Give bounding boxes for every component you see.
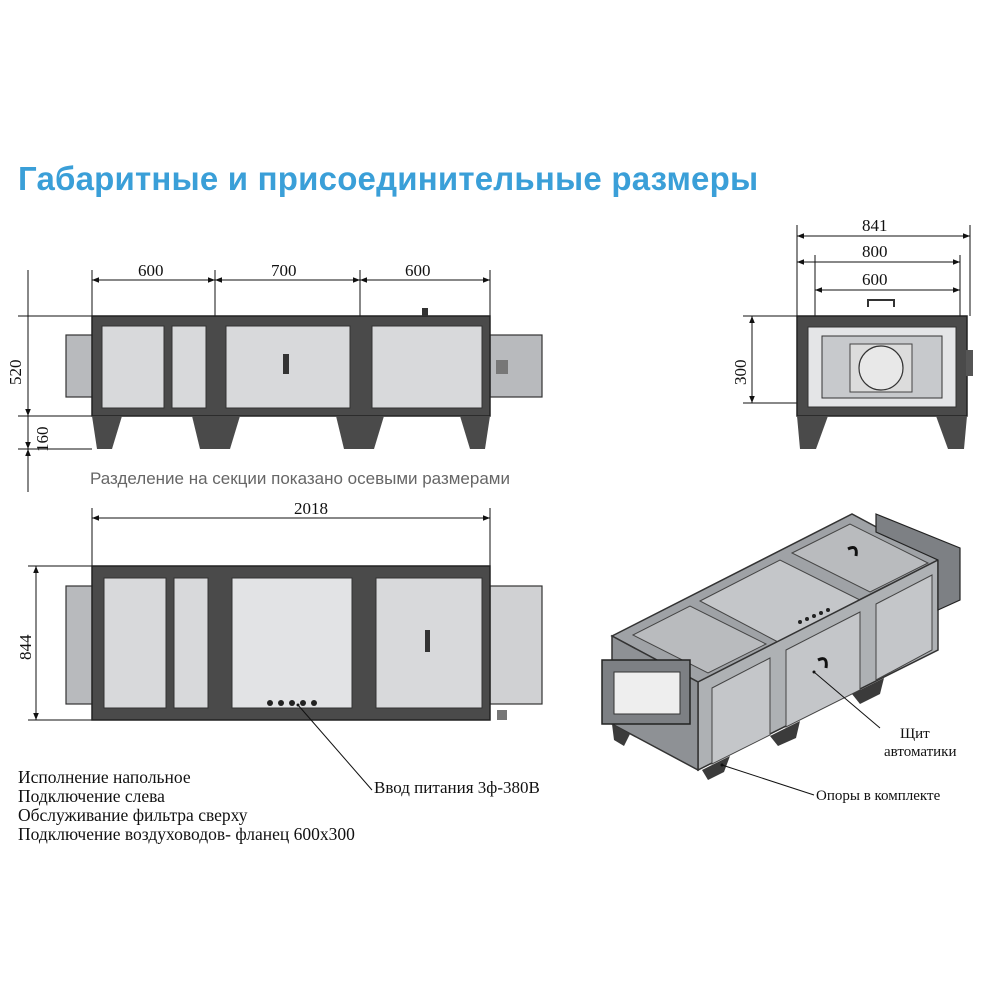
front-view: 600 700 600 520 160 bbox=[6, 261, 543, 492]
iso-leg-4 bbox=[612, 724, 630, 746]
front-panel-2 bbox=[171, 325, 207, 409]
power-input-label: Ввод питания 3ф-380В bbox=[374, 778, 540, 797]
front-panel-4 bbox=[371, 325, 483, 409]
top-handle bbox=[867, 299, 895, 307]
spec-list: Исполнение напольное Подключение слева О… bbox=[18, 768, 355, 844]
spec-line-1: Исполнение напольное bbox=[18, 767, 191, 787]
iso-duct-opening bbox=[613, 671, 681, 715]
control-panel-label-2: автоматики bbox=[884, 744, 957, 760]
dim-depth: 844 bbox=[16, 634, 35, 660]
iso-leg-1 bbox=[702, 756, 730, 780]
dim-height-legs: 160 bbox=[33, 427, 52, 453]
dim-width-600: 600 bbox=[862, 270, 888, 289]
dim-length: 2018 bbox=[294, 499, 328, 518]
iso-leg-2 bbox=[770, 721, 800, 746]
front-handle bbox=[283, 354, 289, 374]
top-right-duct bbox=[489, 585, 543, 705]
top-handle-slot bbox=[425, 630, 430, 652]
top-panel-2 bbox=[173, 577, 209, 709]
panel-callout-line bbox=[812, 670, 881, 729]
front-panel-1 bbox=[101, 325, 165, 409]
side-view: 841 800 600 300 bbox=[731, 216, 973, 449]
dim-section-3: 600 bbox=[405, 261, 431, 280]
power-connectors bbox=[267, 700, 317, 706]
top-right-box bbox=[497, 710, 507, 720]
iso-connectors bbox=[798, 608, 830, 624]
fan-icon bbox=[858, 345, 904, 391]
supports-label: Опоры в комплекте bbox=[816, 788, 941, 804]
iso-leg-3 bbox=[852, 678, 884, 704]
left-duct bbox=[65, 334, 95, 398]
iso-front-panel-1 bbox=[711, 657, 771, 765]
side-box bbox=[966, 350, 973, 376]
top-panel-1 bbox=[103, 577, 167, 709]
side-leg-left bbox=[797, 416, 828, 449]
iso-handle-front bbox=[817, 657, 828, 669]
leg-2 bbox=[192, 416, 240, 449]
iso-front-panel-3 bbox=[875, 574, 933, 681]
dim-section-1: 600 bbox=[138, 261, 164, 280]
control-panel-label-1: Щит bbox=[900, 726, 930, 742]
isometric-view bbox=[601, 513, 961, 780]
dim-opening-height: 300 bbox=[731, 360, 750, 386]
supports-callout-line bbox=[720, 763, 815, 796]
leg-3 bbox=[336, 416, 384, 449]
top-pipe bbox=[422, 308, 428, 316]
iso-right-duct bbox=[875, 513, 961, 611]
dim-width-841: 841 bbox=[862, 216, 888, 235]
dim-section-2: 700 bbox=[271, 261, 297, 280]
top-panel-3 bbox=[231, 577, 353, 709]
spec-line-2: Подключение слева bbox=[18, 786, 165, 806]
iso-top-panel-3 bbox=[790, 523, 930, 593]
right-duct-sensor bbox=[496, 360, 508, 374]
section-note: Разделение на секции показано осевыми ра… bbox=[90, 469, 510, 488]
power-callout-line bbox=[296, 703, 373, 791]
spec-line-3: Обслуживание фильтра сверху bbox=[18, 805, 248, 825]
top-view: 2018 844 bbox=[16, 499, 543, 721]
leg-4 bbox=[460, 416, 490, 449]
side-leg-right bbox=[936, 416, 967, 449]
leg-1 bbox=[92, 416, 122, 449]
dim-width-800: 800 bbox=[862, 242, 888, 261]
iso-handle-top bbox=[847, 546, 858, 557]
dim-height-total: 520 bbox=[6, 360, 25, 386]
top-left-duct bbox=[65, 585, 95, 705]
page-title: Габаритные и присоединительные размеры bbox=[18, 160, 759, 197]
spec-line-4: Подключение воздуховодов- фланец 600х300 bbox=[18, 824, 355, 844]
